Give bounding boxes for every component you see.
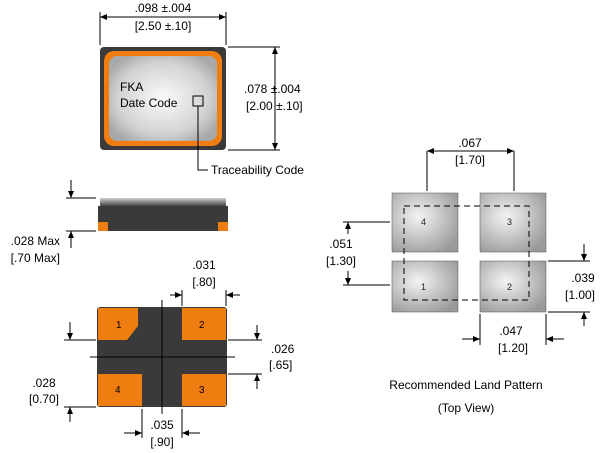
pad-w-mm-label: [.80] (192, 275, 215, 289)
side-terminal-right (218, 222, 228, 231)
top-view: FKA Date Code Traceability Code .098 ±.0… (99, 1, 304, 177)
side-arrow-bottom (68, 231, 74, 238)
bottom-pad-1-label: 1 (116, 320, 122, 331)
pitch-v-arrow-top (67, 333, 73, 340)
bottom-pad-3-label: 3 (199, 385, 205, 396)
land-pad-2 (479, 260, 547, 313)
height-arrow-bottom (272, 143, 278, 150)
bottom-pad-3 (182, 374, 226, 406)
pitch-v-arrow-bottom (67, 407, 73, 414)
bottom-pad-2-label: 2 (199, 320, 205, 331)
traceability-label: Traceability Code (211, 163, 304, 177)
height-arrow-top (272, 47, 278, 54)
width-in-label: .098 ±.004 (135, 1, 192, 15)
land-package-outline (403, 205, 530, 301)
marking-line2: Date Code (120, 96, 178, 110)
pitch-h-in-label: .035 (150, 418, 174, 432)
gap-h-mm-label: [1.70] (455, 153, 485, 167)
land-pad-3 (479, 192, 547, 253)
gap-v-in-label: .051 (329, 237, 353, 251)
pad-w-in-label: .031 (192, 258, 216, 272)
pad-h-arrow-bottom (254, 374, 260, 381)
pitch-h-mm-label: [.90] (150, 435, 173, 449)
pad-h-mm-label: [.65] (269, 358, 292, 372)
land-pad-1 (391, 260, 459, 313)
pad-w-land-in-label: .047 (499, 324, 523, 338)
pitch-v-in-label: .028 (32, 376, 56, 390)
bottom-pad-1 (98, 308, 138, 340)
land-pattern: 4 3 1 2 .067 [1.70] .051 [1.30] .039 [1.… (326, 136, 595, 415)
pad-h-land-arrow-top (581, 254, 587, 261)
gap-h-arrow-left (427, 148, 434, 154)
pad-h-land-mm-label: [1.00] (565, 288, 595, 302)
bottom-view: 1 2 4 3 .031 [.80] .026 [.65] (29, 258, 295, 449)
pad-w-land-arrow-right (546, 336, 553, 342)
pad-w-land-mm-label: [1.20] (498, 341, 528, 355)
width-mm-label: [2.50 ±.10] (135, 19, 192, 33)
pad-h-land-in-label: .039 (571, 271, 595, 285)
pitch-v-mm-label: [0.70] (29, 392, 59, 406)
side-height-mm-label: [.70 Max] (11, 251, 60, 265)
side-terminal-left (98, 222, 108, 231)
height-mm-label: [2.00 ±.10] (246, 99, 303, 113)
pad-w-arrow-left (175, 292, 182, 298)
top-lid (109, 56, 217, 141)
land-caption-1: Recommended Land Pattern (389, 378, 542, 392)
traceability-leader (197, 106, 208, 171)
bottom-pad-4 (98, 374, 142, 406)
land-pad-3-label: 3 (507, 217, 512, 227)
gap-v-arrow-top (345, 222, 351, 229)
width-arrow-left (100, 14, 107, 20)
marking-line1: FKA (120, 80, 143, 94)
land-pad-4 (391, 192, 459, 253)
side-arrow-top (68, 191, 74, 198)
land-caption-2: (Top View) (438, 401, 494, 415)
pad-w-land-arrow-left (473, 336, 480, 342)
gap-h-arrow-right (507, 148, 514, 154)
pad-h-arrow-top (254, 333, 260, 340)
pitch-h-arrow-left (135, 430, 142, 436)
bottom-pad-4-label: 4 (115, 385, 121, 396)
land-pad-4-label: 4 (421, 217, 426, 227)
gap-v-arrow-bottom (345, 278, 351, 285)
land-pad-1-label: 1 (421, 282, 426, 292)
gap-h-in-label: .067 (458, 136, 482, 150)
height-in-label: .078 ±.004 (244, 82, 301, 96)
side-height-in-label: .028 Max (11, 234, 60, 248)
pad-w-arrow-right (226, 292, 233, 298)
side-body (98, 206, 228, 231)
pad-h-land-arrow-bottom (581, 312, 587, 319)
land-pad-2-label: 2 (507, 282, 512, 292)
side-view: .028 Max [.70 Max] (11, 180, 228, 265)
width-arrow-right (219, 14, 226, 20)
pad-h-in-label: .026 (271, 342, 295, 356)
pitch-h-arrow-right (182, 430, 189, 436)
bottom-pad-2 (182, 308, 226, 340)
side-lid (100, 198, 226, 206)
gap-v-mm-label: [1.30] (326, 254, 356, 268)
